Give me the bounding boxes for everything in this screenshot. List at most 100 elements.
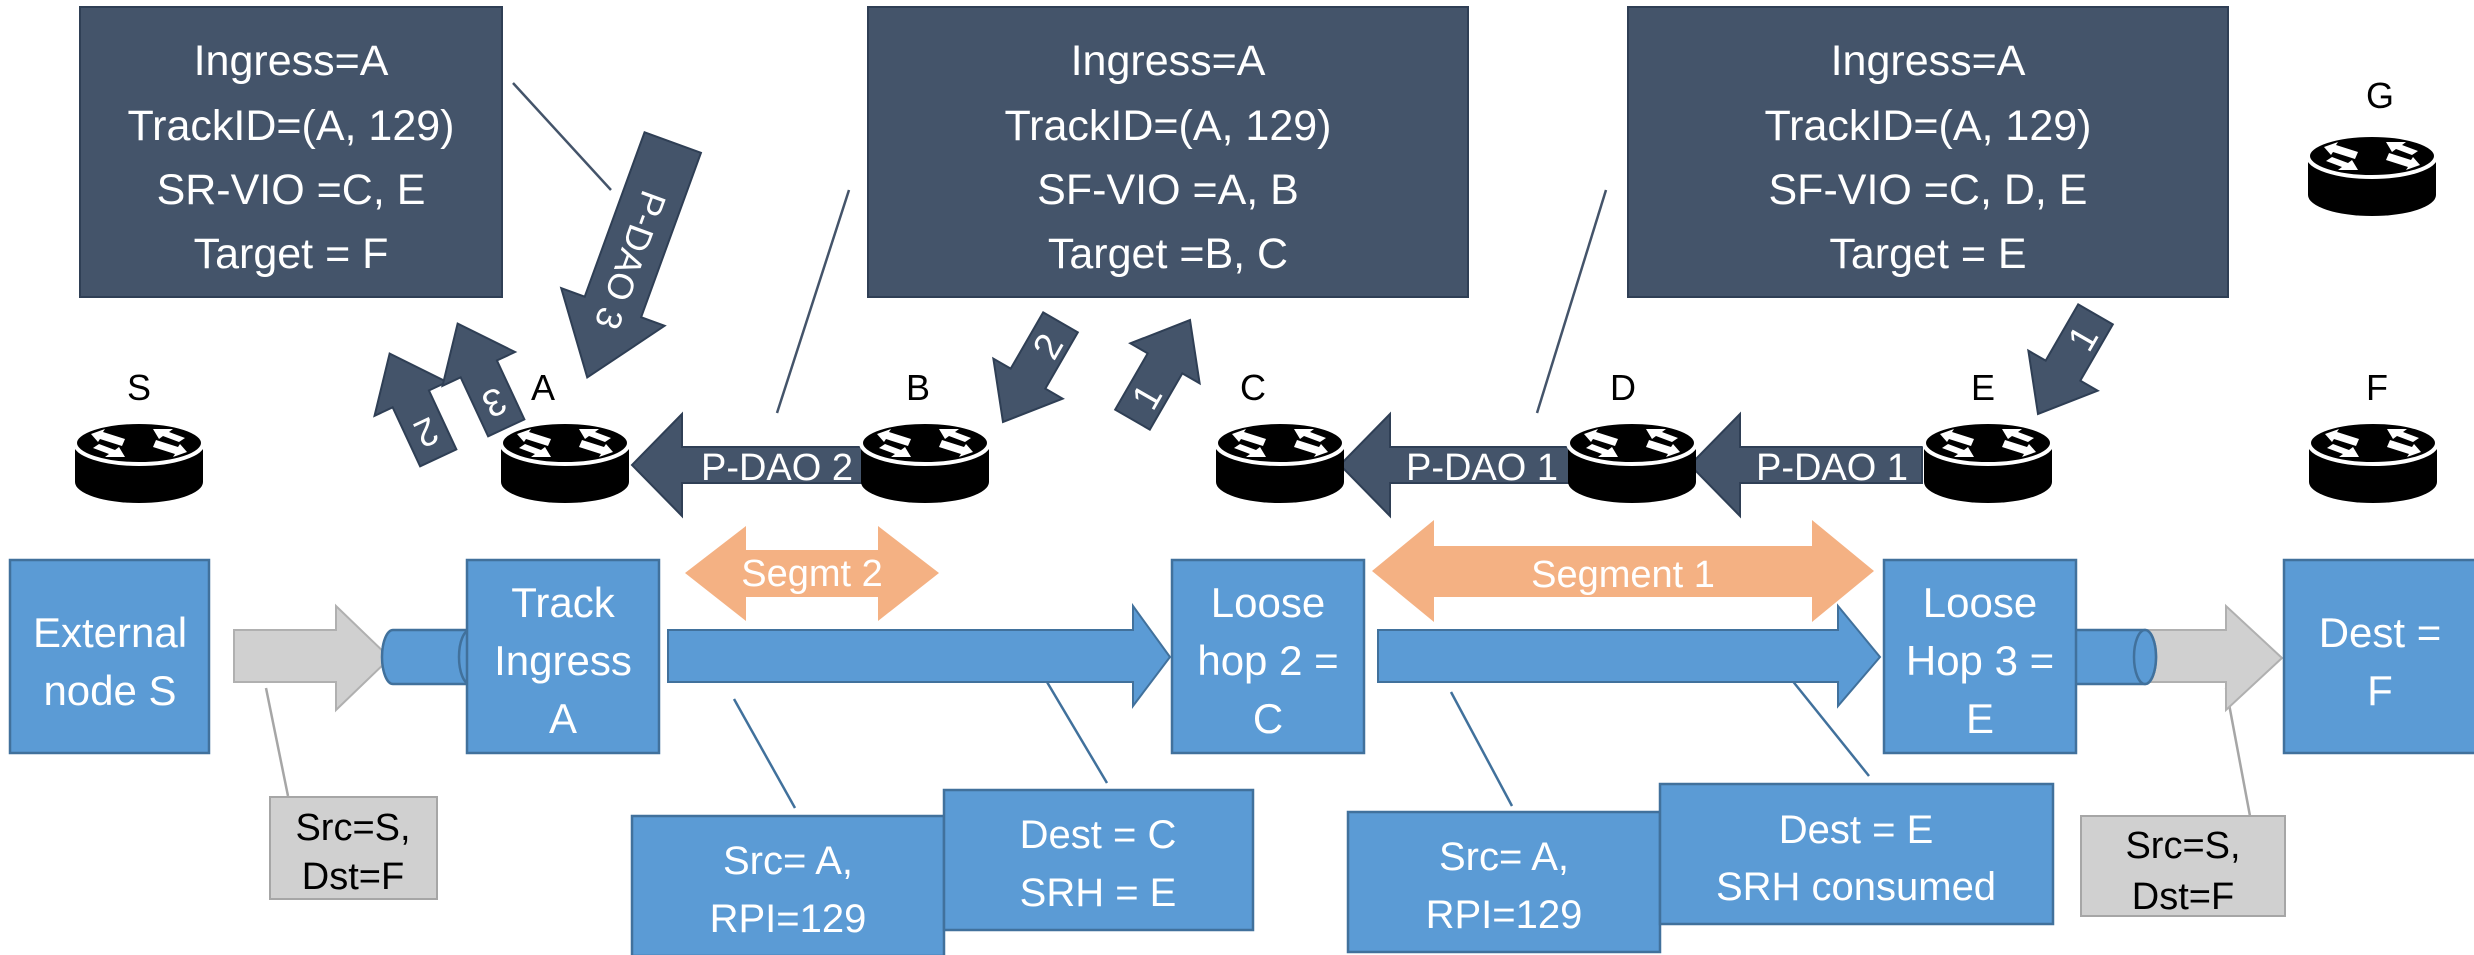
step-arrow-b: 2 [992, 311, 1080, 424]
callout-lines [512, 82, 1608, 414]
header-src-left: Src=S, Dst=F [269, 796, 438, 900]
tunnel-pipe-right [2051, 628, 2158, 686]
info-box-c: Ingress=A TrackID=(A, 129) SF-VIO =C, D,… [1627, 6, 2229, 298]
info-box-line: SF-VIO =A, B [1037, 166, 1299, 214]
segment-label: Segment 1 [1531, 554, 1715, 596]
header-line: Dest = E [1779, 808, 1934, 852]
node-label: A [549, 695, 577, 742]
router-c: C [1214, 367, 1346, 505]
header-line: Src=S, [295, 807, 410, 849]
pdao3-arrow: P-DAO 3 [559, 130, 703, 380]
header-line: SRH consumed [1716, 865, 1996, 909]
node-label: Hop 3 = [1906, 637, 2054, 684]
info-box-line: TrackID=(A, 129) [1765, 102, 2092, 150]
info-box-line: Target = F [194, 230, 389, 278]
external-node-box [8, 558, 211, 755]
router-label: C [1240, 367, 1266, 408]
node-label: Dest = [2319, 609, 2442, 656]
router-e: E [1922, 367, 2054, 505]
step-arrow-a-right: 3 [441, 322, 526, 438]
info-box-line: Ingress=A [1831, 37, 2026, 85]
node-label: Loose [1923, 579, 2037, 626]
node-label: Loose [1211, 579, 1325, 626]
pdao1-label-ed: P-DAO 1 [1756, 447, 1908, 489]
router-label: E [1971, 367, 1995, 408]
header-line: Dest = C [1020, 813, 1177, 857]
header-line: Dst=F [302, 856, 404, 898]
header-seg2-src: Src= A, RPI=129 [630, 814, 946, 955]
header-line: Src= A, [1439, 835, 1569, 879]
info-box-line: Ingress=A [194, 37, 389, 85]
gray-flow-arrow-left [233, 603, 392, 713]
header-seg1-dest: Dest = E SRH consumed [1658, 782, 2055, 926]
pdao2-arrow [630, 411, 863, 519]
info-box-b: Ingress=A TrackID=(A, 129) SF-VIO =A, B … [867, 6, 1469, 298]
segment-arrow-1: Segment 1 [1372, 520, 1874, 622]
header-line: RPI=129 [1426, 893, 1583, 937]
segment-arrow-2: Segmt 2 [685, 526, 939, 621]
node-label: E [1966, 695, 1994, 742]
router-icon [73, 420, 205, 505]
router-g: G [2306, 75, 2438, 218]
info-box-line: Target = E [1829, 230, 2026, 278]
router-s: S [73, 367, 205, 505]
pdao2-label: P-DAO 2 [701, 447, 853, 489]
node-label: C [1253, 695, 1283, 742]
info-box-line: Target =B, C [1048, 230, 1288, 278]
loose-hop-3-box [1882, 558, 2078, 755]
step-arrow-a-left: 2 [373, 352, 458, 468]
node-label: node S [43, 667, 176, 714]
info-box-line: TrackID=(A, 129) [128, 102, 455, 150]
pdao1-arrow-ed [1688, 411, 1923, 519]
info-box-line: TrackID=(A, 129) [1005, 102, 1332, 150]
blue-flow-arrow-seg2 [667, 602, 1172, 709]
header-line: Src= A, [723, 839, 853, 883]
router-a: A [499, 367, 631, 505]
info-box-line: SR-VIO =C, E [157, 166, 426, 214]
router-label: D [1610, 367, 1636, 408]
blue-flow-arrow-seg1 [1377, 603, 1882, 709]
pdao1-arrow-dc [1338, 411, 1573, 519]
info-box-line: SF-VIO =C, D, E [1769, 166, 2088, 214]
header-line: Src=S, [2125, 825, 2240, 867]
segment-label: Segmt 2 [741, 553, 883, 595]
router-label: F [2366, 367, 2388, 408]
router-icon [2307, 420, 2439, 505]
dest-box [2282, 558, 2474, 755]
header-seg1-src: Src= A, RPI=129 [1346, 810, 1662, 954]
router-label: B [906, 367, 930, 408]
node-label: Track [511, 579, 615, 626]
router-d: D [1566, 367, 1698, 505]
router-label: G [2366, 75, 2394, 116]
header-src-right: Src=S, Dst=F [2080, 815, 2286, 918]
header-line: RPI=129 [710, 897, 867, 941]
header-callout-lines [732, 673, 1870, 809]
router-icon [499, 420, 631, 505]
header-seg2-dest: Dest = C SRH = E [942, 788, 1255, 932]
router-icon [1214, 420, 1346, 505]
header-line: SRH = E [1020, 871, 1177, 915]
node-label: hop 2 = [1197, 637, 1338, 684]
track-ingress-box [465, 558, 661, 755]
header-line: Dst=F [2132, 876, 2234, 918]
info-box-a: Ingress=A TrackID=(A, 129) SR-VIO =C, E … [79, 6, 503, 298]
step-arrow-c: 1 [1113, 318, 1201, 431]
node-label: F [2367, 667, 2393, 714]
pdao1-label-dc: P-DAO 1 [1406, 447, 1558, 489]
router-b: B [859, 367, 991, 505]
node-label: External [33, 609, 187, 656]
info-box-line: Ingress=A [1071, 37, 1266, 85]
router-icon [859, 420, 991, 505]
router-label: A [531, 367, 555, 408]
gray-flow-arrow-right [2144, 603, 2284, 713]
router-icon [1566, 420, 1698, 505]
loose-hop-2-box [1170, 558, 1366, 755]
router-icon [2306, 133, 2438, 218]
gray-callout-lines [264, 687, 2252, 817]
node-label: Ingress [494, 637, 632, 684]
router-icon [1922, 420, 2054, 505]
router-label: S [127, 367, 151, 408]
router-f: F [2307, 367, 2439, 505]
step-arrow-e: 1 [2027, 303, 2115, 416]
